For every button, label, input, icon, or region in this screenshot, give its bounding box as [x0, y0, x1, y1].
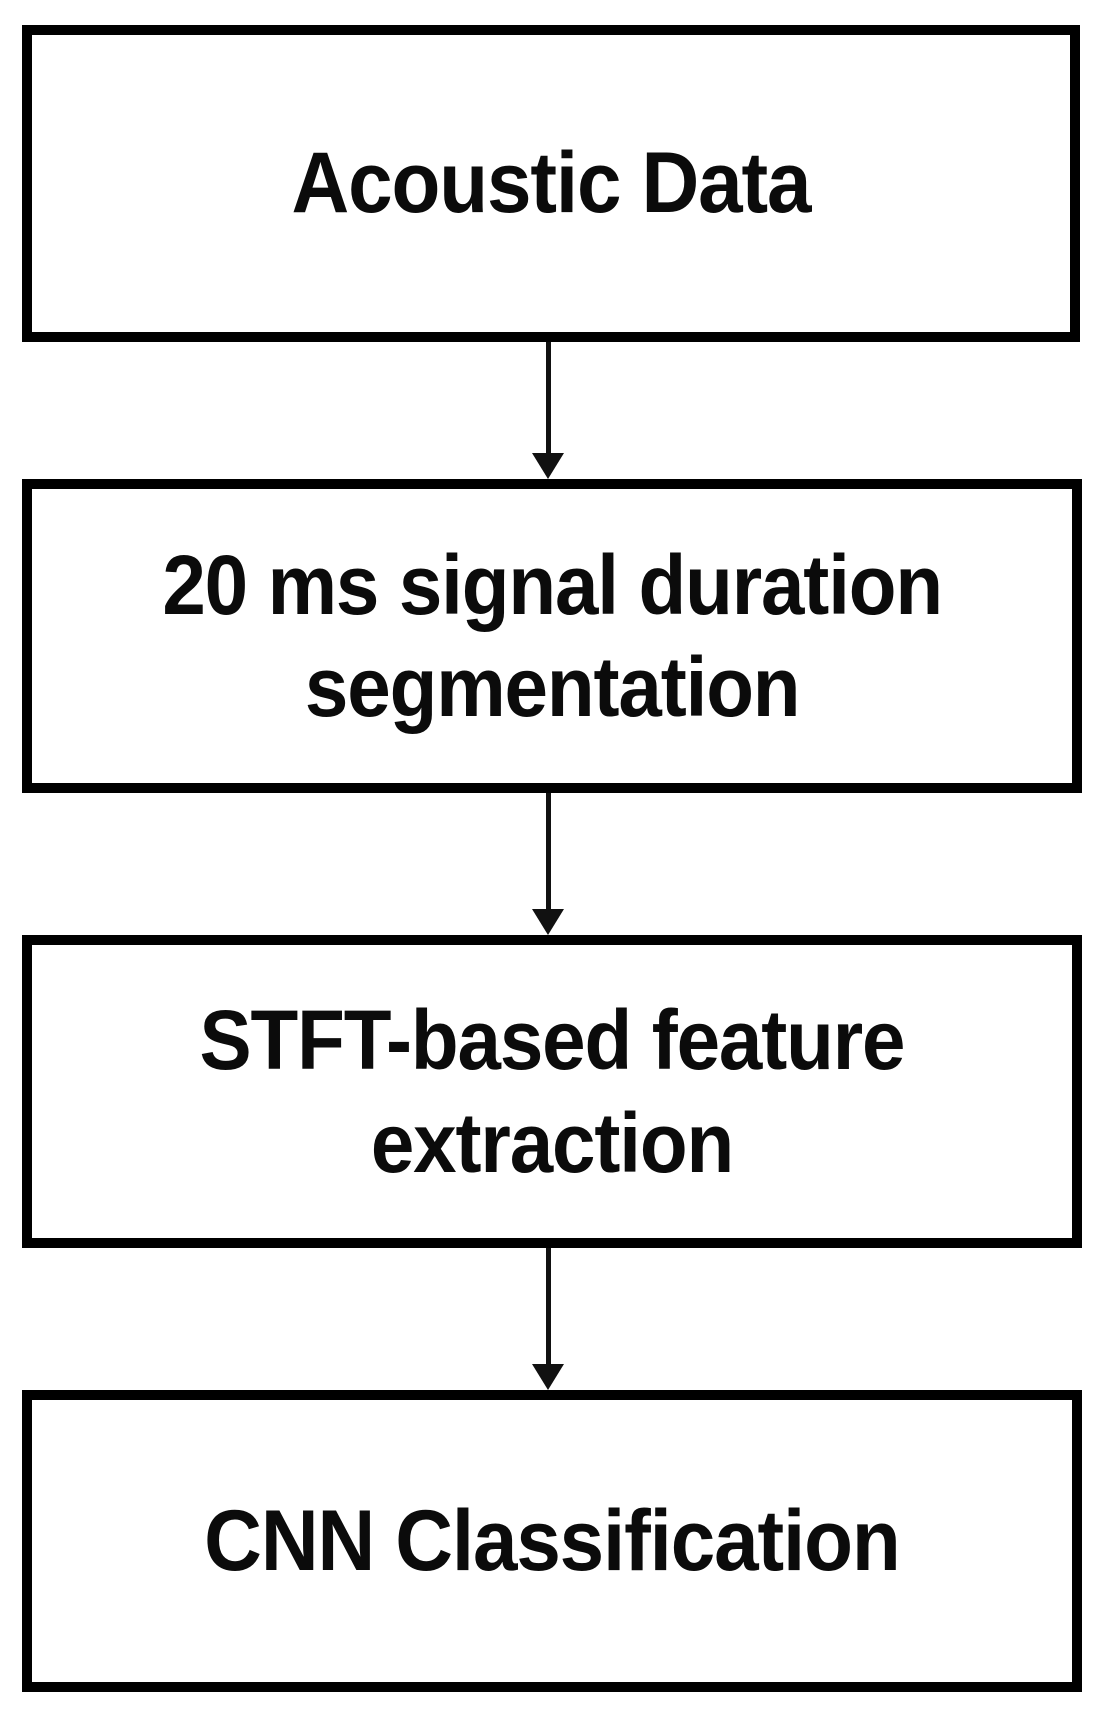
flowchart-node-label: CNN Classification [204, 1492, 901, 1589]
flowchart-node-label: 20 ms signal duration segmentation [162, 537, 943, 734]
arrowhead-down-icon [532, 909, 564, 935]
arrow-shaft [545, 1248, 551, 1365]
flowchart-node-cnn-classification[interactable]: CNN Classification [22, 1390, 1082, 1692]
arrow-shaft [545, 342, 551, 454]
arrowhead-down-icon [532, 453, 564, 479]
flowchart-node-feature-extraction[interactable]: STFT-based feature extraction [22, 935, 1082, 1248]
arrowhead-down-icon [532, 1364, 564, 1390]
flowchart-node-label: STFT-based feature extraction [199, 993, 906, 1190]
flowchart-node-label: Acoustic Data [291, 135, 812, 232]
arrow-shaft [545, 793, 551, 910]
flowchart-node-acoustic-data[interactable]: Acoustic Data [22, 25, 1080, 342]
flowchart-node-segmentation[interactable]: 20 ms signal duration segmentation [22, 479, 1082, 793]
